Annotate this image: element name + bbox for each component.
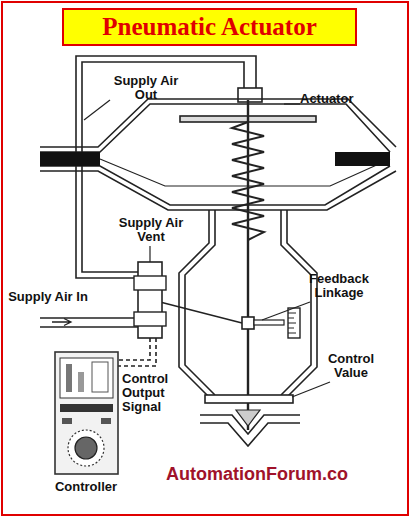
title-banner: Pneumatic Actuator — [62, 8, 357, 46]
leader-line — [149, 246, 150, 262]
diaphragm-clamp — [40, 152, 100, 166]
position-scale — [288, 308, 300, 338]
display-scale — [92, 362, 108, 392]
valve-stem — [247, 100, 249, 430]
lower-housing — [40, 171, 396, 210]
controller-body — [55, 352, 118, 474]
positioner — [134, 262, 166, 338]
positioner-port — [134, 312, 166, 326]
controller-button — [62, 418, 72, 424]
controller-display — [60, 358, 113, 398]
stem-cap — [238, 88, 262, 102]
valve-flange — [205, 395, 293, 403]
signal-label: Control Output Signal — [122, 372, 182, 414]
part-label: Feedback Linkage — [300, 272, 378, 300]
leader-line — [284, 103, 300, 104]
part-label: Supply Air Out — [106, 74, 186, 102]
upper-housing — [40, 104, 390, 152]
flow-arrow — [52, 319, 71, 326]
supply-air-out-pipe — [82, 62, 244, 272]
controller-panel — [55, 352, 118, 474]
part-label: Actuator — [300, 92, 370, 106]
display-bar — [66, 364, 72, 392]
leader-line — [262, 302, 310, 320]
feedback-linkage — [160, 302, 300, 338]
controller-knob — [75, 437, 97, 459]
supply-air-in-pipe — [40, 317, 138, 319]
yoke-side — [287, 210, 317, 397]
actuator-housing — [40, 88, 396, 210]
leader-line — [292, 382, 330, 397]
controller-strip — [60, 404, 113, 412]
signal-line — [118, 338, 156, 366]
signal-line — [118, 338, 150, 360]
diaphragm-clamp — [335, 152, 390, 166]
positioner-port — [134, 276, 166, 290]
controller-button — [101, 418, 111, 424]
linkage-arm — [160, 302, 242, 323]
part-label: Supply Air Vent — [112, 216, 190, 244]
part-label: Control Value — [318, 352, 384, 380]
display-bar — [78, 372, 84, 392]
position-pointer — [254, 320, 284, 325]
linkage-block — [242, 317, 254, 329]
scale-ticks — [288, 313, 296, 333]
upper-housing — [40, 99, 396, 147]
yoke-side — [281, 210, 311, 395]
air-piping — [40, 56, 256, 366]
part-label: Controller — [36, 480, 136, 494]
supply-air-in-pipe — [40, 326, 138, 328]
leader-lines — [84, 100, 330, 397]
knob-ring — [68, 430, 104, 466]
watermark: AutomationForum.co — [166, 464, 402, 484]
leader-line — [84, 100, 110, 120]
valve-plug — [236, 410, 260, 426]
part-label: Supply Air In — [8, 290, 88, 304]
yoke-side — [179, 210, 209, 397]
yoke-side — [185, 210, 215, 395]
yoke — [179, 210, 317, 397]
